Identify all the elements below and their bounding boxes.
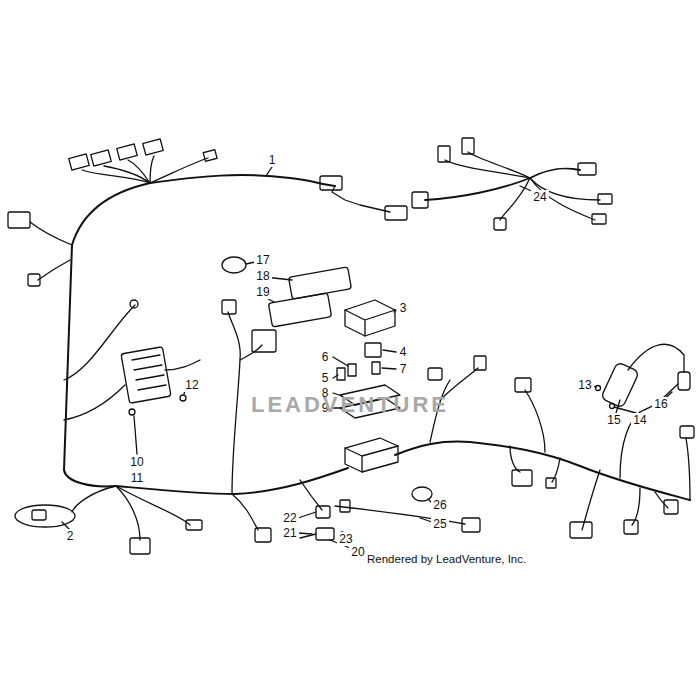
callout-number: 5 — [320, 371, 331, 385]
callout-number: 6 — [320, 350, 331, 364]
callout-number: 13 — [576, 378, 593, 392]
callout-number: 11 — [129, 471, 145, 485]
callout-number: 2 — [65, 529, 76, 543]
callout-number: 22 — [281, 511, 298, 525]
callout-number: 1 — [267, 153, 278, 167]
callout-number: 7 — [398, 362, 409, 376]
callout-number: 3 — [398, 301, 409, 315]
callout-number: 19 — [254, 285, 271, 299]
callout-number: 24 — [531, 190, 548, 204]
callout-number: 16 — [652, 397, 669, 411]
callout-number: 21 — [281, 526, 298, 540]
callout-number: 25 — [431, 517, 448, 531]
callout-number: 4 — [398, 345, 409, 359]
callout-number: 17 — [254, 253, 271, 267]
watermark: LEADVENTURE — [249, 393, 451, 417]
callout-number: 12 — [183, 378, 200, 392]
callout-number: 10 — [128, 455, 145, 469]
callout-number: 23 — [337, 532, 354, 546]
callout-number: 15 — [605, 413, 622, 427]
callout-number: 26 — [431, 498, 448, 512]
callout-number: 18 — [254, 269, 271, 283]
credit-note: Rendered by LeadVenture, Inc. — [365, 553, 528, 567]
callout-number: 14 — [631, 413, 648, 427]
